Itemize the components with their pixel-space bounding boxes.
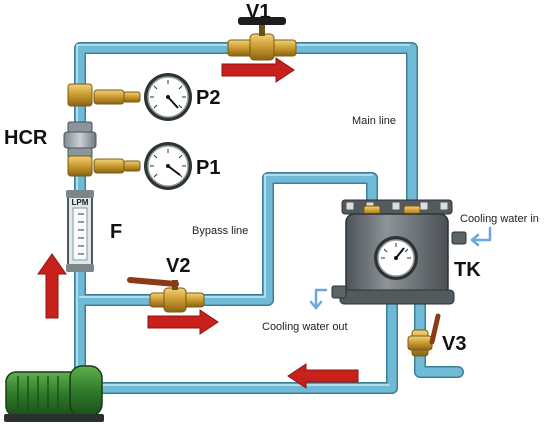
label-p1: P1 — [196, 157, 220, 179]
pressure-gauge-p2 — [144, 73, 192, 121]
valve-v3 — [407, 313, 441, 357]
flow-meter: LPM — [66, 190, 94, 272]
cooling-out-arrow — [314, 288, 328, 310]
label-tk: TK — [454, 259, 481, 281]
tank — [331, 199, 467, 305]
pressure-gauge-p1 — [144, 142, 192, 190]
bypass-line-pipe — [74, 172, 378, 306]
label-main-line: Main line — [352, 115, 396, 127]
hcr-fitting — [63, 121, 97, 159]
label-cooling-water-in: Cooling water in — [460, 213, 539, 225]
pump — [4, 365, 104, 422]
flow-arrow-main-right — [221, 57, 295, 83]
label-hcr: HCR — [4, 127, 48, 149]
valve-v2 — [127, 277, 205, 313]
label-v2: V2 — [166, 255, 190, 277]
lpm-label: LPM — [72, 198, 89, 207]
label-cooling-water-out: Cooling water out — [262, 321, 348, 333]
label-v3: V3 — [442, 333, 466, 355]
flow-arrows — [37, 57, 359, 389]
label-p2: P2 — [196, 87, 220, 109]
label-v1: V1 — [246, 1, 270, 23]
brass-fittings — [67, 83, 141, 177]
cooling-out-arrow-head — [309, 300, 323, 310]
cooling-in-arrow — [470, 226, 492, 242]
label-bypass-line: Bypass line — [192, 225, 248, 237]
flow-arrow-up — [37, 253, 67, 319]
flow-arrow-bypass-right — [147, 309, 219, 335]
flow-arrow-return-left — [287, 363, 359, 389]
label-f: F — [110, 221, 122, 243]
cooling-arrows — [309, 226, 492, 310]
valve-v1 — [227, 17, 297, 61]
cooling-in-arrow-head — [470, 233, 480, 247]
